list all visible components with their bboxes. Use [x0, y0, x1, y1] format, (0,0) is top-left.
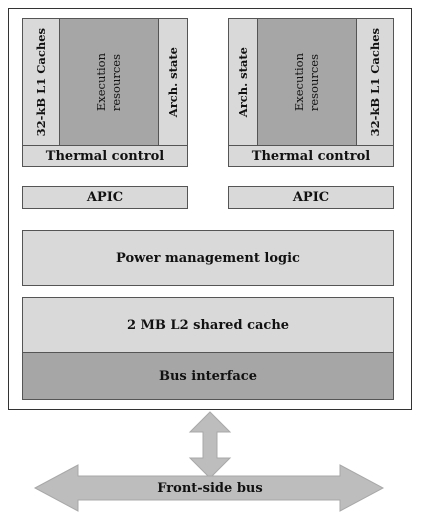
bus-interface-label: Bus interface	[158, 368, 257, 384]
left-thermal-control-block: Thermal control	[22, 145, 188, 167]
right-apic-label: APIC	[292, 190, 330, 205]
left-apic-label: APIC	[86, 190, 124, 205]
l2-cache-label: 2 MB L2 shared cache	[126, 317, 290, 333]
left-arch-state-block: Arch. state	[158, 18, 188, 146]
front-side-bus-label: Front-side bus	[110, 479, 310, 497]
l2-cache-block: 2 MB L2 shared cache	[22, 297, 394, 353]
front-side-bus-arrow	[33, 464, 385, 512]
front-side-bus-text: Front-side bus	[157, 480, 263, 496]
right-apic-block: APIC	[228, 186, 394, 209]
left-l1-cache-block: 32-kB L1 Caches	[22, 18, 60, 146]
right-l1-cache-block: 32-kB L1 Caches	[356, 18, 394, 146]
power-management-label: Power management logic	[116, 250, 300, 266]
right-thermal-control-label: Thermal control	[251, 148, 371, 164]
left-apic-block: APIC	[22, 186, 188, 209]
bus-interface-block: Bus interface	[22, 352, 394, 400]
power-management-block: Power management logic	[22, 230, 394, 286]
left-thermal-control-label: Thermal control	[45, 148, 165, 164]
vertical-double-arrow	[188, 411, 232, 479]
right-thermal-control-block: Thermal control	[228, 145, 394, 167]
